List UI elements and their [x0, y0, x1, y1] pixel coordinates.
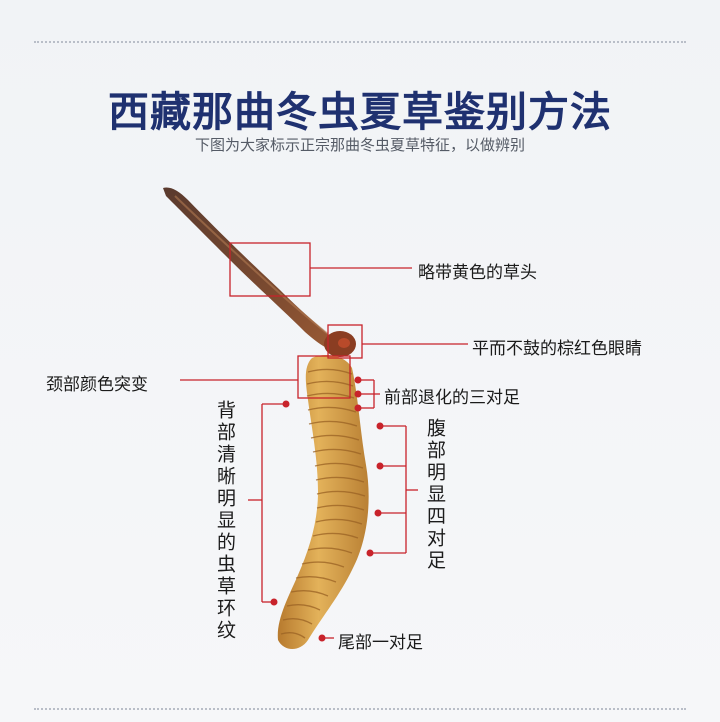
body-rings — [280, 368, 366, 639]
label-eyes: 平而不鼓的棕红色眼睛 — [472, 339, 642, 359]
larva-body — [277, 355, 369, 649]
label-back-rings: 背部清晰明显的虫草环纹 — [214, 400, 236, 642]
annotations — [180, 242, 468, 639]
page-subtitle: 下图为大家标示正宗那曲冬虫夏草特征，以做辨别 — [194, 136, 525, 154]
annotation-dots — [270, 376, 384, 642]
neck-box — [297, 355, 351, 399]
larva-eye — [338, 338, 350, 348]
label-front-legs: 前部退化的三对足 — [384, 388, 520, 408]
bottom-divider — [34, 708, 686, 710]
top-divider — [34, 41, 686, 43]
label-neck: 颈部颜色突变 — [46, 375, 148, 395]
stem-highlight — [174, 195, 329, 335]
grass-head-box — [229, 242, 311, 297]
label-tail-legs: 尾部一对足 — [338, 633, 423, 653]
label-belly-legs: 腹部明显四对足 — [424, 418, 446, 572]
page-title: 西藏那曲冬虫夏草鉴别方法 — [108, 88, 612, 136]
eyes-box — [327, 324, 363, 359]
label-grass-head: 略带黄色的草头 — [418, 263, 537, 283]
